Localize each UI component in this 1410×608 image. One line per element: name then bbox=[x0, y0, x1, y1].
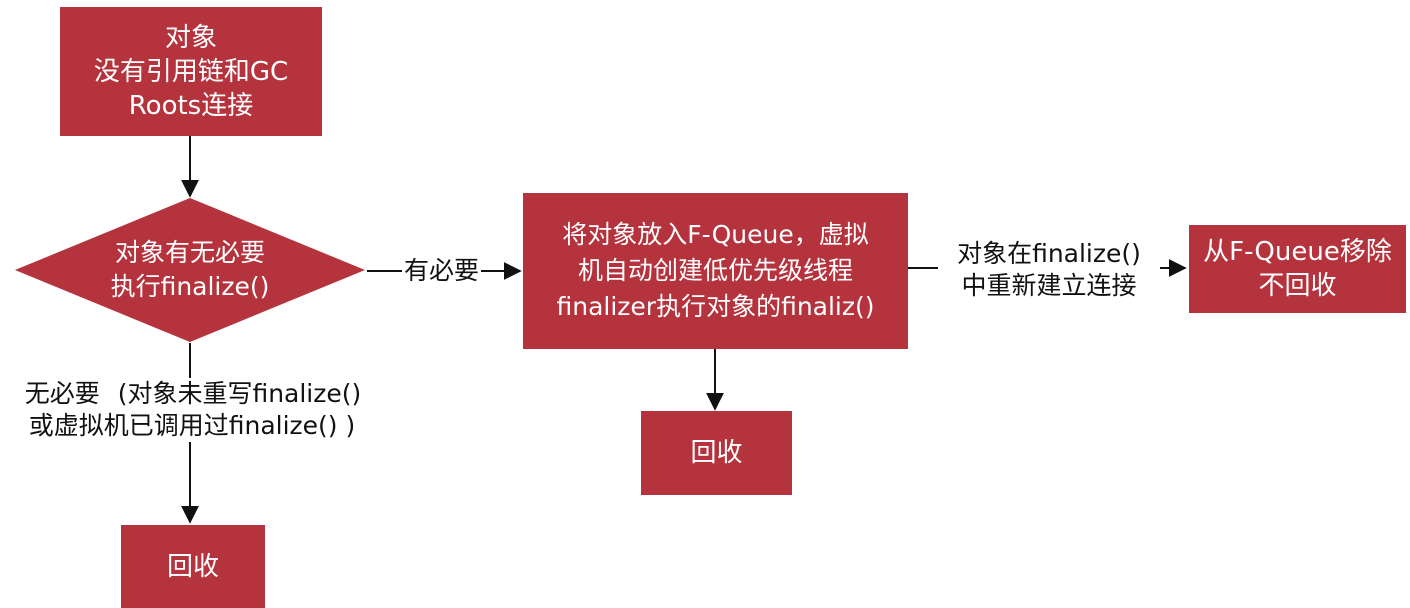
edge-label-necessary: 有必要 bbox=[402, 255, 482, 287]
decision-line-2: 执行finalize() bbox=[110, 272, 270, 301]
start-node-line-1: 对象 bbox=[164, 22, 217, 53]
remove-line-2: 不回收 bbox=[1258, 271, 1337, 301]
not-necessary-line-3: 或虚拟机已调用过finalize() ) bbox=[28, 410, 356, 442]
decision-diamond bbox=[15, 198, 365, 342]
start-node-line-2: 没有引用链和GC bbox=[93, 56, 289, 87]
recycle-node-bottom: 回收 bbox=[121, 525, 265, 608]
decision-line-1: 对象有无必要 bbox=[114, 238, 265, 267]
remove-node: 从F-Queue移除 不回收 bbox=[1189, 225, 1406, 313]
reconnect-line-1: 对象在finalize() bbox=[957, 239, 1141, 268]
fqueue-line-3: finalizer执行对象的finaliz() bbox=[556, 292, 875, 321]
not-necessary-line-2: (对象未重写finalize() bbox=[113, 378, 366, 410]
decision-node-text: 对象有无必要 执行finalize() bbox=[60, 228, 320, 312]
fqueue-line-1: 将对象放入F-Queue，虚拟 bbox=[562, 220, 869, 249]
fqueue-node: 将对象放入F-Queue，虚拟 机自动创建低优先级线程 finalizer执行对… bbox=[523, 193, 908, 349]
start-node: 对象 没有引用链和GC Roots连接 bbox=[60, 7, 322, 136]
start-node-line-3: Roots连接 bbox=[128, 90, 254, 121]
reconnect-line-2: 中重新建立连接 bbox=[961, 271, 1137, 300]
edge-label-not-necessary: 无必要 (对象未重写finalize() 或虚拟机已调用过finalize() … bbox=[2, 370, 382, 442]
recycle-node-middle: 回收 bbox=[641, 411, 792, 495]
remove-line-1: 从F-Queue移除 bbox=[1203, 237, 1392, 267]
edge-label-reconnect: 对象在finalize() 中重新建立连接 bbox=[938, 238, 1160, 302]
not-necessary-line-1: 无必要 bbox=[18, 378, 106, 410]
fqueue-line-2: 机自动创建低优先级线程 bbox=[577, 256, 853, 285]
